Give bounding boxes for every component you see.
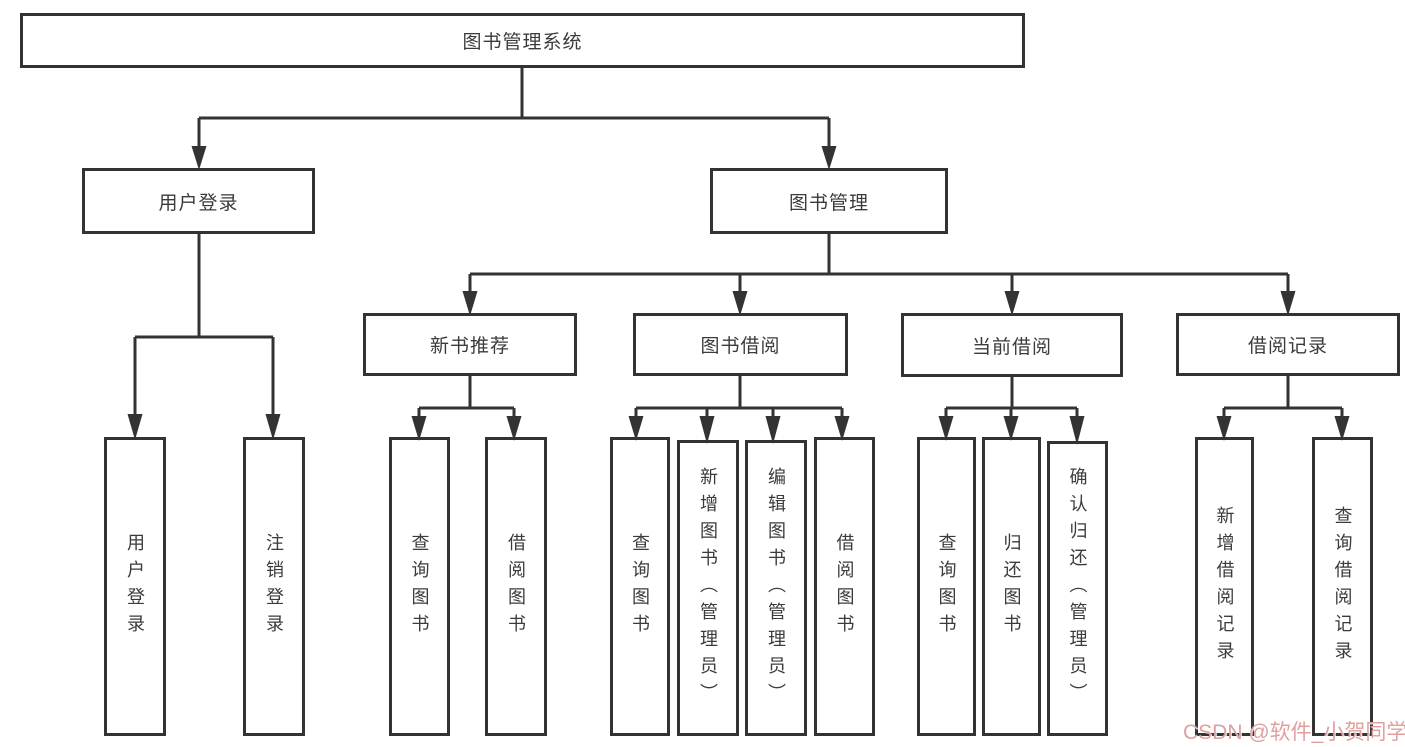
node-new-book-recommendation: 新书推荐	[363, 313, 577, 376]
leaf-borrow-books-borrowing: 借阅图书	[814, 437, 875, 736]
watermark: CSDN @软件_小贺同学	[1183, 721, 1405, 744]
node-book-borrowing: 图书借阅	[633, 313, 848, 376]
leaf-query-books-borrowing: 查询图书	[610, 437, 670, 736]
leaf-edit-book-admin: 编辑图书（管理员）	[745, 440, 807, 736]
leaf-return-books: 归还图书	[982, 437, 1041, 736]
node-label: 新书推荐	[429, 336, 510, 357]
node-user-login: 用户登录	[82, 168, 315, 234]
node-label: 用户登录	[125, 532, 145, 641]
node-book-management: 图书管理	[710, 168, 948, 234]
node-label: 确认归还（管理员）	[1067, 467, 1088, 710]
node-label: 借阅图书	[506, 532, 526, 641]
node-library-management-system: 图书管理系统	[20, 13, 1025, 68]
node-label: 查询借阅记录	[1332, 505, 1353, 668]
node-current-borrowing: 当前借阅	[901, 313, 1123, 377]
node-label: 当前借阅	[971, 336, 1052, 358]
node-label: 新增借阅记录	[1214, 505, 1235, 668]
node-borrowing-records: 借阅记录	[1176, 313, 1400, 376]
node-label: 借阅记录	[1247, 336, 1328, 357]
leaf-user-login: 用户登录	[104, 437, 166, 736]
node-label: 查询图书	[630, 532, 650, 641]
leaf-logout: 注销登录	[243, 437, 305, 736]
leaf-borrow-books-recommend: 借阅图书	[485, 437, 547, 736]
node-label: 图书管理系统	[462, 32, 583, 53]
node-label: 查询图书	[409, 532, 430, 641]
node-label: 编辑图书（管理员）	[766, 466, 786, 710]
leaf-add-book-admin: 新增图书（管理员）	[677, 440, 739, 736]
node-label: 用户登录	[158, 192, 239, 214]
leaf-confirm-return-admin: 确认归还（管理员）	[1047, 441, 1108, 736]
node-label: 注销登录	[264, 532, 284, 641]
node-label: 图书借阅	[700, 336, 781, 357]
node-label: 归还图书	[1001, 532, 1022, 641]
node-label: 新增图书（管理员）	[698, 466, 718, 710]
node-label: 借阅图书	[834, 532, 855, 641]
node-label: 图书管理	[788, 192, 869, 214]
leaf-add-borrow-record: 新增借阅记录	[1195, 437, 1254, 736]
node-label: 查询图书	[936, 532, 957, 641]
leaf-query-books-current: 查询图书	[917, 437, 976, 736]
leaf-query-borrow-record: 查询借阅记录	[1312, 437, 1373, 736]
leaf-query-books-recommend: 查询图书	[389, 437, 450, 736]
